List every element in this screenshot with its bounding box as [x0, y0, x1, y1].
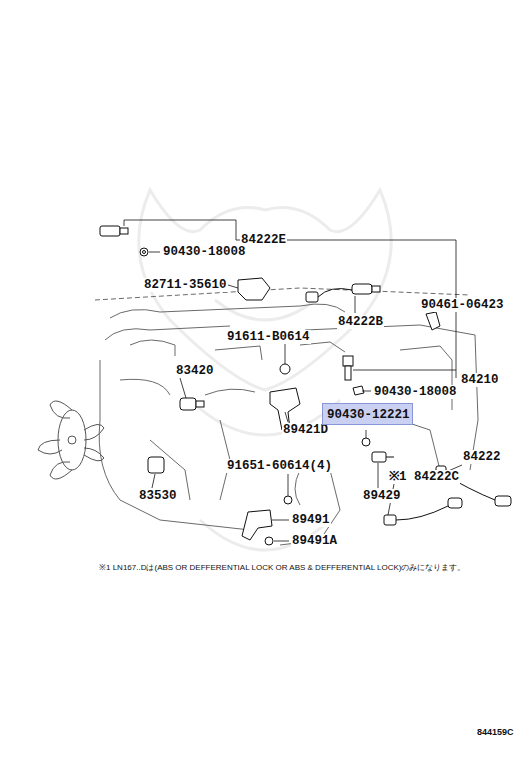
bolt-91651 — [284, 496, 292, 504]
bracket-82711 — [238, 278, 270, 300]
part-number: 91611-B0614 — [226, 330, 311, 344]
sensor-89429 — [372, 452, 386, 462]
engine-block — [95, 288, 478, 545]
washer-90430-12221 — [362, 438, 370, 446]
part-number: 84222 — [462, 450, 502, 464]
clip-90461 — [426, 312, 440, 330]
leader-lines — [124, 220, 462, 541]
part-number: 89491 — [291, 513, 331, 527]
washer — [140, 248, 148, 256]
part-number: 90430-18008 — [373, 385, 458, 399]
part-number: 90461-06423 — [420, 298, 505, 312]
sensor-84222B — [352, 284, 372, 294]
part-number: 82711-35610 — [143, 278, 228, 292]
sender-83420 — [180, 398, 196, 410]
part-number: 90430-18008 — [162, 245, 247, 259]
fan — [38, 401, 104, 479]
switch-84210 — [345, 366, 351, 380]
part-number: 89491A — [291, 534, 338, 548]
part-number: 84222B — [337, 315, 384, 329]
part-number: 84222E — [240, 233, 287, 247]
ring-89491A — [265, 537, 273, 545]
part-number: 90430-12221 — [327, 408, 408, 422]
bolt-91611 — [280, 364, 290, 374]
sensor-83530 — [148, 457, 164, 473]
part-number: 91651-60614(4) — [226, 459, 333, 473]
sensor-84222E — [100, 226, 120, 236]
highlighted-part-number: 90430-12221 — [322, 403, 413, 425]
figure-code: 844159C — [476, 727, 515, 738]
sensor-89491 — [242, 510, 272, 540]
footnote: ※1 LN167..Dは(ABS OR DEFFERENTIAL LOCK OR… — [98, 563, 466, 573]
part-number: 89421D — [282, 423, 329, 437]
sensor-84222 — [495, 496, 511, 506]
part-number: 83530 — [138, 489, 178, 503]
part-number: 83420 — [175, 364, 215, 378]
part-number: 84210 — [460, 373, 500, 387]
part-number: ※1 84222C — [388, 470, 460, 484]
part-number: 89429 — [362, 489, 402, 503]
sensor-84222C — [384, 515, 396, 525]
parts — [100, 226, 511, 545]
